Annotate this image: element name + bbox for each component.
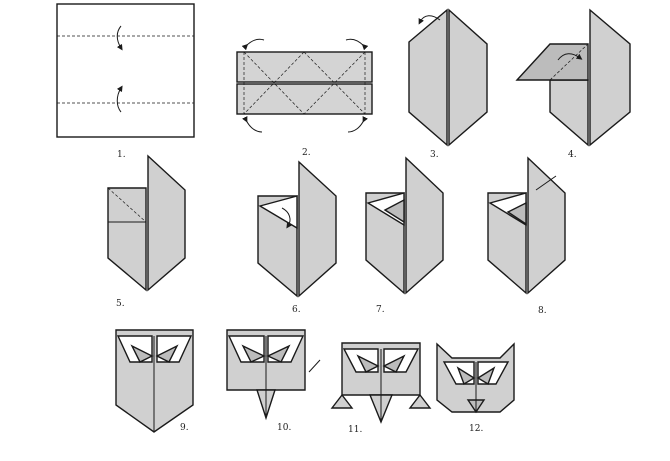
step-9-diagram xyxy=(115,329,194,433)
step-label: 2. xyxy=(302,148,311,158)
step-8-diagram xyxy=(487,156,566,295)
step-label: 10. xyxy=(277,423,291,433)
step-label: 11. xyxy=(348,425,362,435)
step-6-diagram xyxy=(257,160,337,298)
step-1-diagram xyxy=(56,3,195,138)
step-5-diagram xyxy=(107,154,186,292)
step-12-diagram xyxy=(436,342,515,414)
step-3-diagram xyxy=(408,8,488,147)
step-label: 4. xyxy=(568,150,577,160)
step-11-diagram xyxy=(330,342,432,424)
step-4-diagram xyxy=(515,8,631,147)
step-label: 9. xyxy=(180,423,189,433)
step-label: 12. xyxy=(469,424,483,434)
step-label: 5. xyxy=(116,299,125,309)
step-label: 3. xyxy=(430,150,439,160)
step-label: 8. xyxy=(538,306,547,316)
step-2-diagram xyxy=(236,38,373,133)
step-10-diagram xyxy=(226,329,321,421)
step-label: 7. xyxy=(376,305,385,315)
step-label: 1. xyxy=(117,150,126,160)
step-label: 6. xyxy=(292,305,301,315)
step-7-diagram xyxy=(365,156,444,295)
